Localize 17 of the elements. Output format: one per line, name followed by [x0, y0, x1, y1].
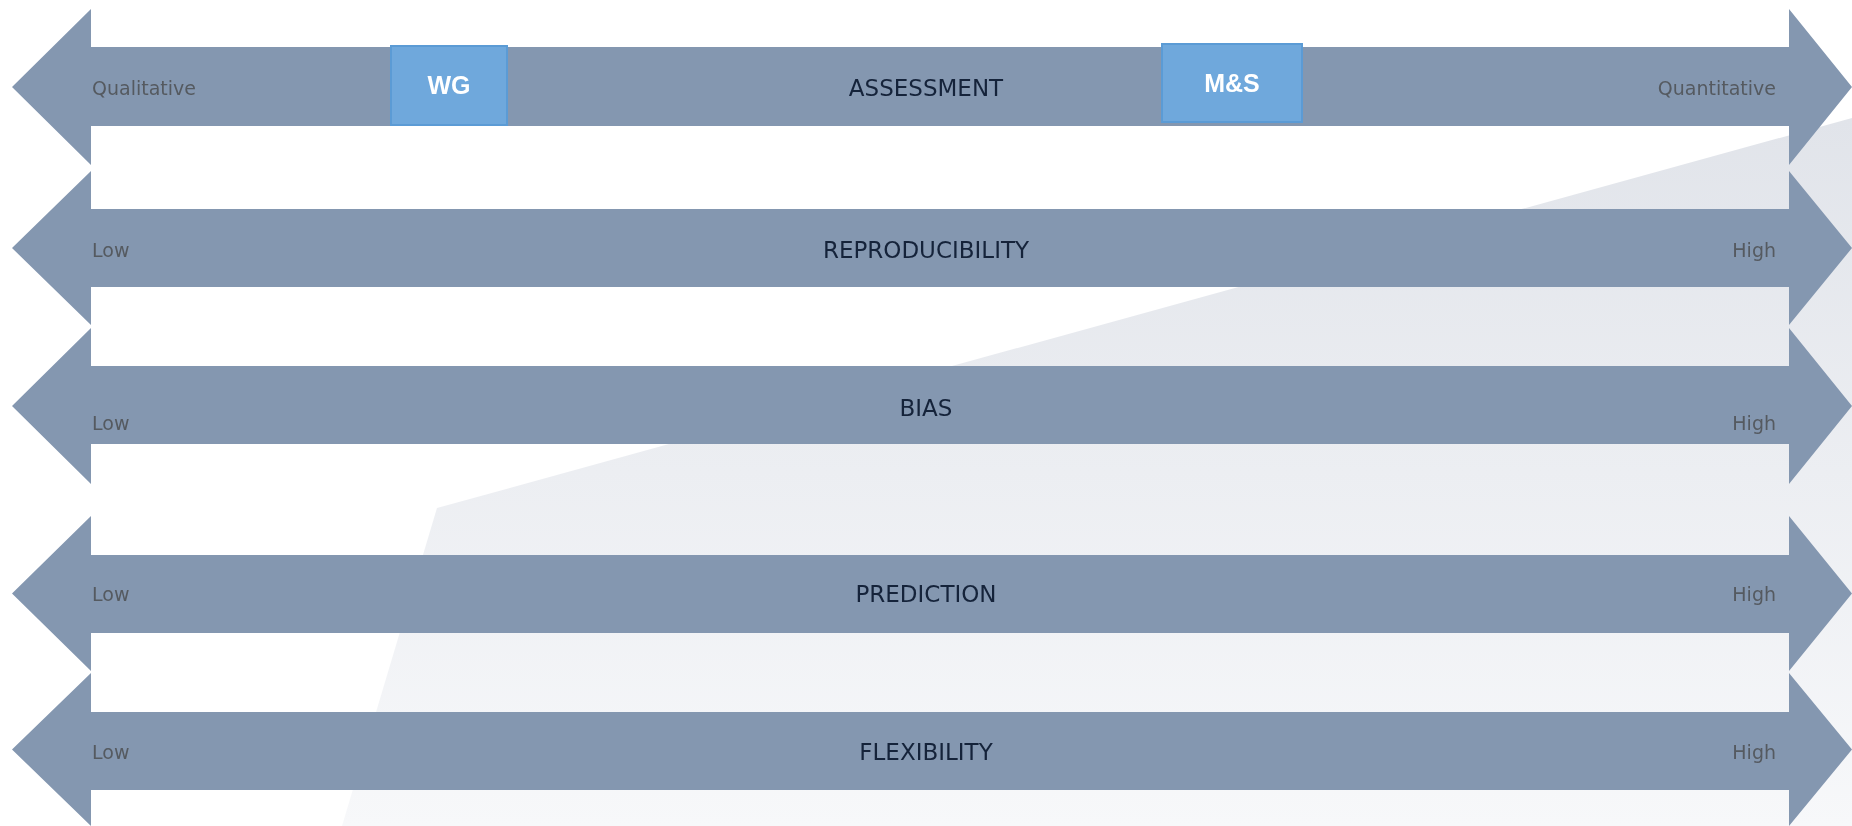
scale-title: BIAS	[899, 395, 953, 421]
scale-end-label: High	[1732, 583, 1776, 605]
scale-end-label: Low	[92, 412, 130, 434]
scale-end-label: High	[1732, 239, 1776, 261]
scale-title: FLEXIBILITY	[859, 739, 993, 765]
scale-end-label: Low	[92, 741, 130, 763]
scale-end-label: Qualitative	[92, 77, 196, 99]
scale-end-label: Quantitative	[1657, 77, 1776, 99]
scale-title: ASSESSMENT	[848, 75, 1004, 101]
scale-end-label: High	[1732, 412, 1776, 434]
scale-title: REPRODUCIBILITY	[822, 237, 1030, 263]
scale-title: PREDICTION	[855, 581, 997, 607]
label-box: WG	[390, 45, 508, 126]
scale-end-label: Low	[92, 583, 130, 605]
scale-end-label: High	[1732, 741, 1776, 763]
scale-end-label: Low	[92, 239, 130, 261]
label-box: M&S	[1161, 43, 1303, 123]
